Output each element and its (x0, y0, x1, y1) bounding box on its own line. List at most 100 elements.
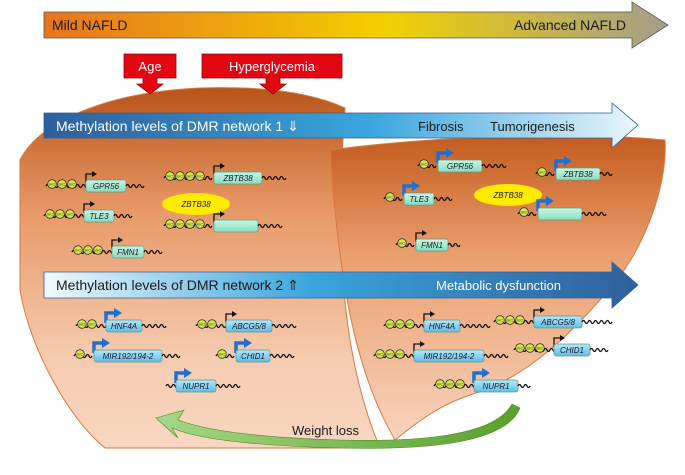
methyl-cpg-label: mC (197, 221, 203, 226)
gene-name: CHID1 (560, 346, 584, 355)
gene-name: HNF4A (111, 322, 137, 331)
methyl-cpg-label: mC (209, 321, 215, 326)
methyl-cpg-mark (87, 319, 97, 329)
right-zbtb38-oval-label: ZBTB38 (492, 191, 523, 200)
gene-name: ABCG5/8 (540, 318, 575, 327)
tss-arrow-head (430, 311, 435, 317)
methyl-cpg-label: mC (397, 351, 403, 356)
advanced-nafld-label: Advanced NAFLD (514, 17, 626, 33)
methyl-cpg-label: mC (399, 240, 405, 245)
methyl-cpg-mark (175, 171, 185, 181)
dna-strand (269, 353, 295, 359)
tss-arrow-active (92, 341, 103, 353)
methyl-cpg-label: mC (197, 173, 203, 178)
tss-arrow-active (436, 151, 447, 163)
methyl-cpg-mark (515, 343, 525, 353)
methyl-cpg-mark (65, 209, 75, 219)
fibrosis-label: Fibrosis (418, 119, 464, 134)
gene-name: ABCG5/8 (231, 322, 266, 331)
dna-strand (215, 383, 241, 389)
tss-arrow-active (536, 199, 547, 211)
methyl-cpg-mark (505, 315, 515, 325)
gene-name: HNF4A (429, 322, 455, 331)
tss-arrow (413, 343, 421, 353)
gene-name: GPR56 (93, 182, 120, 191)
dna-strand (599, 171, 613, 177)
tss-arrow-active (554, 159, 565, 171)
methyl-cpg-label: mC (69, 181, 75, 186)
methyl-cpg-mark (395, 349, 405, 359)
methyl-cpg-mark (57, 179, 67, 189)
dna-strand (581, 211, 607, 217)
methyl-cpg-label: mC (177, 221, 183, 226)
methyl-cpg-mark (165, 219, 175, 229)
gene-name: NUPR1 (482, 382, 509, 391)
methyl-cpg-mark (405, 319, 415, 329)
dmr-network2-arrow (43, 261, 639, 309)
methyl-cpg-mark (385, 349, 395, 359)
metabolic-dysfunction-label: Metabolic dysfunction (436, 278, 561, 293)
tss-arrow (225, 313, 233, 323)
methyl-cpg-label: mC (377, 351, 383, 356)
tss-arrow-head (220, 211, 225, 217)
gene-name: NUPR1 (182, 382, 209, 391)
methyl-cpg-label: mC (59, 181, 65, 186)
right-zbtb38-oval: ZBTB38 (474, 184, 542, 206)
tss-arrow-active (174, 371, 185, 383)
methyl-cpg-mark (375, 349, 385, 359)
methyl-cpg-label: mC (187, 173, 193, 178)
methyl-cpg-label: mC (219, 351, 225, 356)
tss-arrow-head (220, 163, 225, 169)
dna-strand (125, 183, 145, 189)
gene-locus-left-nupr1: NUPR1 (165, 368, 241, 393)
tss-arrow-active (402, 184, 413, 196)
factor-age-label: Age (138, 59, 161, 74)
methyl-cpg-label: mC (79, 321, 85, 326)
tss-arrow-active-head (244, 338, 252, 348)
tss-arrow (111, 239, 119, 249)
dna-strand (517, 383, 531, 389)
tss-arrow (213, 213, 221, 223)
gene-locus-left-mir192: mC MIR192/194-2 (73, 338, 181, 363)
gene-name: MIR192/194-2 (103, 352, 154, 361)
methyl-cpg-label: mC (387, 194, 393, 199)
tss-arrow (533, 309, 541, 319)
dna-strand (257, 223, 283, 229)
dmr-network2-label: Methylation levels of DMR network 2 ⇑ (56, 277, 299, 293)
tss-arrow-active-head (412, 181, 420, 191)
gene-name: CHID1 (241, 352, 265, 361)
methyl-cpg-mark (47, 179, 57, 189)
tss-arrow (415, 232, 423, 242)
methyl-cpg-mark (185, 171, 195, 181)
nafld-progression-arrow (43, 1, 669, 49)
methyl-cpg-mark (195, 171, 205, 181)
methyl-cpg-label: mC (507, 317, 513, 322)
tss-arrow (213, 165, 221, 175)
gene-box (213, 219, 259, 233)
dmr-network1-label: Methylation levels of DMR network 1 ⇓ (56, 118, 299, 134)
gene-locus-right-zbtb38-bound: mC (517, 196, 607, 221)
methyl-cpg-mark (83, 245, 93, 255)
methyl-cpg-label: mC (517, 317, 523, 322)
gene-name: GPR56 (447, 162, 474, 171)
factor-hyperglycemia: Hyperglycemia (201, 53, 343, 95)
methyl-cpg-label: mC (77, 351, 83, 356)
methyl-cpg-label: mC (75, 247, 81, 252)
tss-arrow-active (104, 311, 115, 323)
methyl-cpg-label: mC (95, 247, 101, 252)
tss-arrow-active-head (564, 156, 572, 166)
factor-hyperglycemia-label: Hyperglycemia (229, 59, 316, 74)
methyl-cpg-mark (197, 319, 207, 329)
methyl-cpg-mark (93, 245, 103, 255)
tss-arrow-active-head (546, 196, 554, 206)
